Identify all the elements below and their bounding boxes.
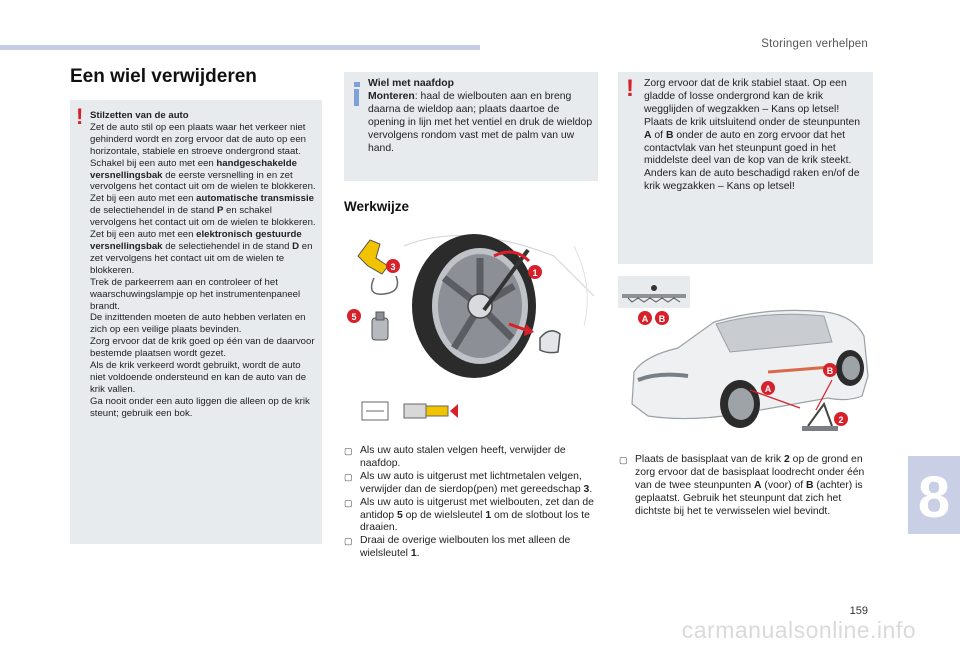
chapter-tab: 8 <box>908 456 960 534</box>
warning-text: Stilzetten van de auto Zet de auto stil … <box>90 110 316 419</box>
step-marker-icon: ▢ <box>344 446 353 456</box>
warning-icon: ! <box>76 104 84 129</box>
callout-5-label: 5 <box>351 312 356 322</box>
warning-text: Zorg ervoor dat de krik stabiel staat. O… <box>644 78 861 193</box>
warning-box-krik: ! Zorg ervoor dat de krik stabiel staat.… <box>618 72 873 264</box>
callout-3 <box>386 259 400 273</box>
step-marker-icon: ▢ <box>344 536 353 547</box>
step-marker-icon: ▢ <box>344 471 353 482</box>
watermark: carmanualsonline.info <box>681 617 916 643</box>
step-marker-icon: ▢ <box>619 455 628 465</box>
info-box-naafdop: Wiel met naafdop Monteren: haal de wielb… <box>344 72 598 181</box>
callout-2 <box>834 412 848 426</box>
front-wheel-icon <box>720 380 760 428</box>
info-icon <box>353 82 360 106</box>
wheel-wrench-icon <box>482 248 530 312</box>
warning-icon: ! <box>626 75 634 102</box>
callout-1-label: 1 <box>532 268 537 278</box>
callout-1 <box>528 265 542 279</box>
header-bar <box>0 45 480 50</box>
callout-A <box>638 311 652 325</box>
callout-5 <box>347 309 361 323</box>
steps-list: ▢Als uw auto stalen velgen heeft, verwij… <box>344 445 596 561</box>
hubcap-tool-icon <box>357 239 389 275</box>
list-item: ▢Draai de overige wielbouten los met all… <box>344 535 571 560</box>
anti-theft-socket-icon <box>371 311 389 341</box>
callout-3-label: 3 <box>390 262 395 272</box>
callout-B-rear-label: B <box>827 366 834 376</box>
wheel-figure: 3 1 5 <box>344 226 598 421</box>
rotation-arrow-icon <box>493 250 531 263</box>
page-number: 159 <box>849 605 868 617</box>
jack-icon <box>802 401 838 431</box>
section-title: Storingen verhelpen <box>761 38 868 50</box>
page-title: Een wiel verwijderen <box>70 66 257 87</box>
list-item: ▢Als uw auto is uitgerust met lichtmetal… <box>344 470 593 495</box>
info-heading: Wiel met naafdop <box>368 78 454 89</box>
hubcap-icon <box>539 330 561 354</box>
jack-steps-list: ▢Plaats de basisplaat van de krik 2 op d… <box>619 454 874 519</box>
callout-A-label: A <box>642 314 649 324</box>
car-jack-figure: A B B A 2 <box>618 276 869 431</box>
socket-insert-icon <box>361 401 458 421</box>
warning-box-stilzetten: ! Stilzetten van de auto Zet de auto sti… <box>70 100 322 544</box>
callout-A-front <box>761 381 775 395</box>
jack-point-inset <box>618 276 690 308</box>
callout-B-rear <box>823 363 837 377</box>
callout-A-front-label: A <box>765 384 772 394</box>
step-marker-icon: ▢ <box>344 497 353 508</box>
rear-wheel-icon <box>836 350 864 386</box>
list-item: ▢Als uw auto is uitgerust met wielbouten… <box>344 496 594 534</box>
warning-heading: Stilzetten van de auto <box>90 110 189 121</box>
callout-B <box>655 311 669 325</box>
callout-B-label: B <box>659 314 666 324</box>
tyre-icon <box>412 234 536 378</box>
list-item: ▢Plaats de basisplaat van de krik 2 op d… <box>619 454 865 517</box>
info-text: Wiel met naafdop Monteren: haal de wielb… <box>368 78 593 154</box>
callout-2-label: 2 <box>838 415 843 425</box>
procedure-heading: Werkwijze <box>344 199 410 214</box>
list-item: ▢Als uw auto stalen velgen heeft, verwij… <box>344 445 566 469</box>
hook-tool-icon <box>370 275 399 295</box>
